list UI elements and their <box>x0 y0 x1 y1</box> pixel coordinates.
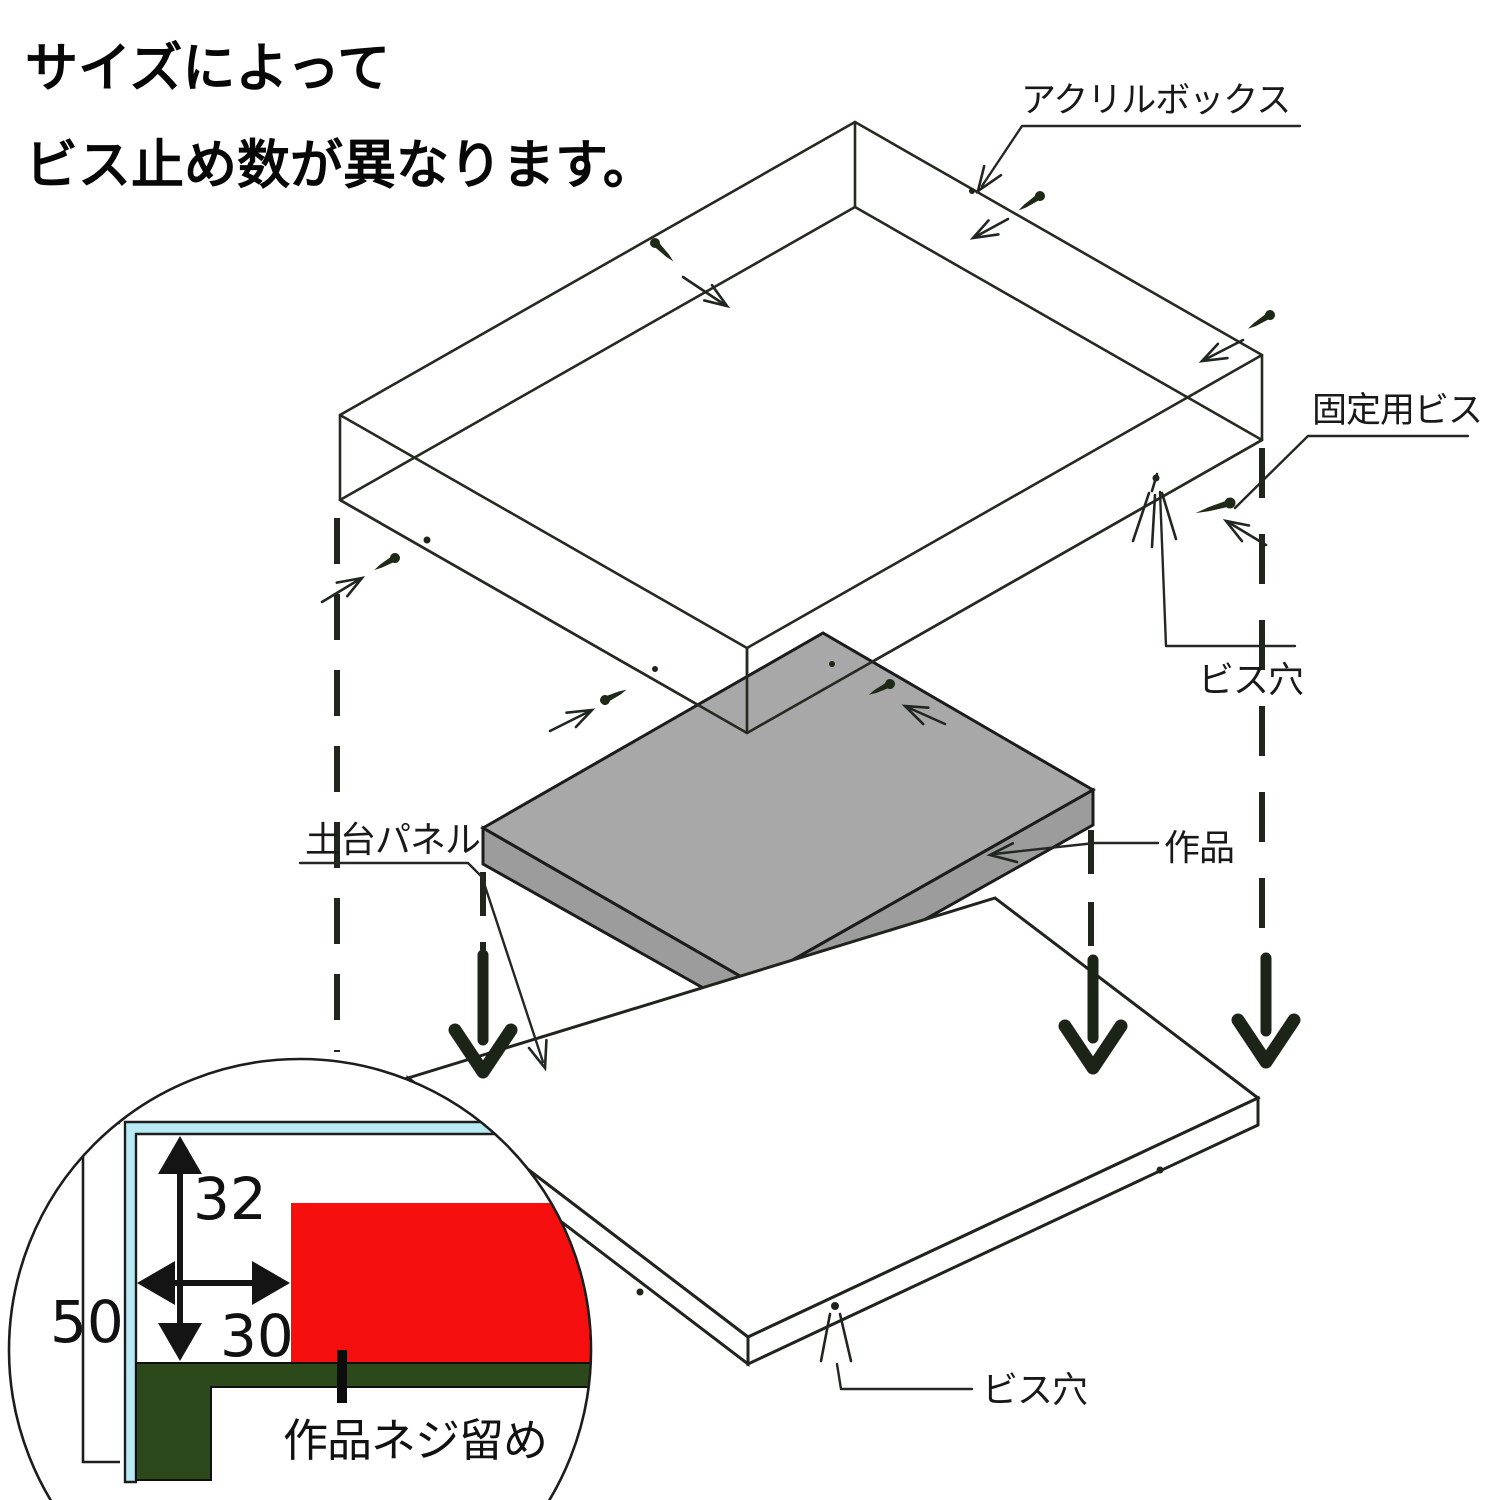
guide-arrow <box>548 708 596 733</box>
guide-arrow <box>1198 338 1245 363</box>
inset-dim-arrow-vertical <box>158 1136 202 1361</box>
label-screw-hole-right-group: ビス穴 <box>1158 490 1304 701</box>
screw-icon <box>1247 310 1275 329</box>
label-base-panel: 土台パネル <box>305 820 480 861</box>
guide-arrow <box>901 704 947 726</box>
fixing-screw-icon <box>1195 497 1236 514</box>
screw-hole-dot <box>652 666 658 672</box>
note-line1: サイズによって <box>25 38 390 99</box>
inset-artwork-block <box>291 1203 590 1363</box>
inset-dim-arrow-horizontal <box>137 1261 290 1305</box>
label-screw-hole-bottom-group: ビス穴 <box>835 1362 1088 1411</box>
guide-arrow <box>969 217 1010 240</box>
label-artwork: 作品 <box>1164 828 1234 869</box>
drop-arrow-left <box>448 872 518 1079</box>
screw-icon <box>1018 191 1045 211</box>
inset-dim-30: 30 <box>220 1302 294 1370</box>
acrylic-box-outline <box>338 120 1264 735</box>
label-screw-hole-bottom: ビス穴 <box>982 1370 1087 1411</box>
guide-arrow <box>681 275 731 309</box>
screw-hole-dot <box>636 1288 644 1296</box>
label-screw-hole-right: ビス穴 <box>1198 660 1303 701</box>
label-fixing-screw-group: 固定用ビス <box>1233 391 1483 510</box>
drop-arrow-middle <box>1058 830 1128 1075</box>
label-acrylic-box: アクリルボックス <box>1021 81 1290 121</box>
screw-hole-marker-bottom <box>819 1302 853 1363</box>
label-fixing-screw: 固定用ビス <box>1312 391 1482 431</box>
inset-dim-32: 32 <box>193 1165 267 1233</box>
screw-icon <box>868 679 895 695</box>
screw-hole-marker-right <box>1131 472 1178 549</box>
guide-arrow <box>1222 519 1268 547</box>
screw-icon <box>374 553 400 570</box>
inset-circle-outline <box>7 1057 593 1500</box>
label-base-panel-group: 土台パネル <box>298 820 548 1072</box>
screw-hole-dot <box>1156 1166 1164 1174</box>
inset-caption: 作品ネジ留め <box>283 1414 547 1467</box>
artwork-panel <box>338 438 1264 1019</box>
label-artwork-group: 作品 <box>986 828 1235 869</box>
screw-icon <box>650 238 674 262</box>
label-acrylic-box-group: アクリルボックス <box>975 81 1302 195</box>
screw-hole-dot <box>969 188 975 194</box>
screw-icon <box>600 689 627 705</box>
drop-arrow-right <box>1231 952 1301 1069</box>
inset-acrylic-wall <box>123 1120 590 1484</box>
note-line2: ビス止め数が異なります。 <box>25 135 656 196</box>
inset-base-panel <box>135 1362 590 1481</box>
inset-screw-mark <box>337 1350 347 1403</box>
screw-hole-dot <box>829 661 835 667</box>
screw-hole-dot <box>423 536 431 544</box>
guide-arrow <box>320 576 366 604</box>
inset-detail-circle: 50 32 30 作品ネジ留め <box>7 1057 593 1500</box>
inset-dim-50: 50 <box>50 1288 124 1356</box>
